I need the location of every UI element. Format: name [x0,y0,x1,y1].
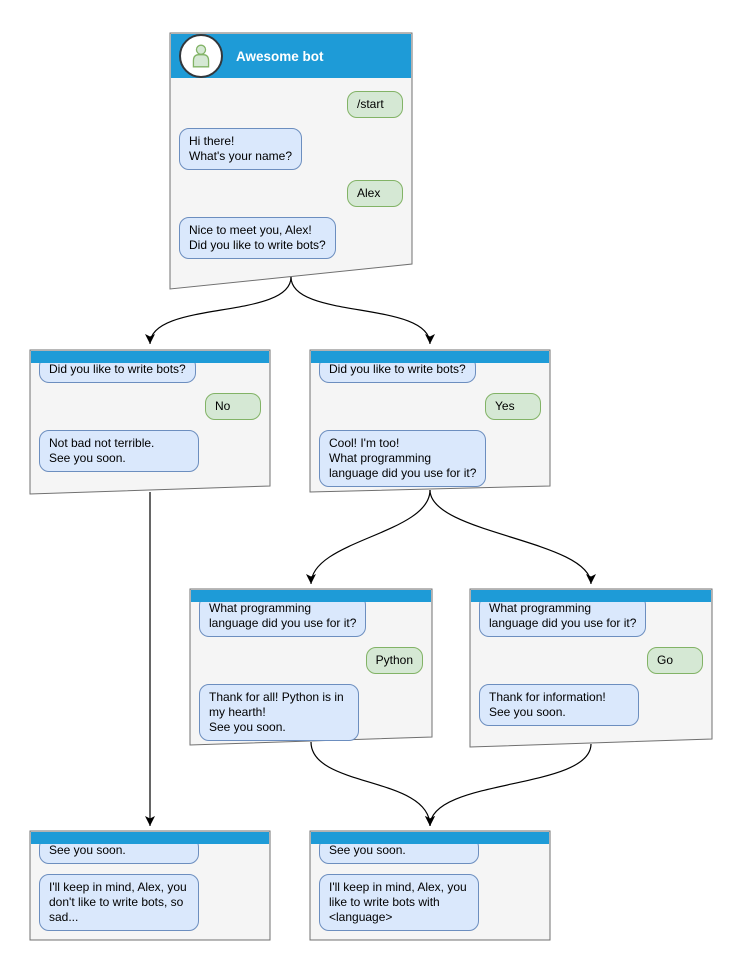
connector-go-to-end [425,743,592,827]
bot-message-bubble: Not bad not terrible. See you soon. [39,430,199,472]
bot-avatar [179,34,223,78]
bot-message-bubble: Thank for all! Python is in my hearth! S… [199,684,359,741]
bot-message-bubble: Thank for information! See you soon. [479,684,639,726]
chat-window-python-branch: What programming language did you use fo… [190,589,432,741]
python-branch-titlebar [191,590,431,602]
connector-yes-to-python [306,489,431,585]
user-message-bubble: Yes [485,393,541,420]
main-titlebar: Awesome bot [171,34,411,78]
yes-branch-titlebar [311,351,549,363]
user-message-bubble: No [205,393,261,420]
connector-yes-to-go [429,489,596,585]
user-message-bubble: Alex [347,180,403,207]
no-branch-titlebar [31,351,269,363]
bot-message-bubble: I'll keep in mind, Alex, you don't like … [39,874,199,931]
chat-window-main: Awesome bot /start Hi there! What's your… [170,33,412,259]
window-title: Awesome bot [236,48,324,64]
person-icon [192,44,210,68]
chat-window-end-language: See you soon. I'll keep in mind, Alex, y… [310,831,550,931]
chat-window-end-no: See you soon. I'll keep in mind, Alex, y… [30,831,270,931]
user-message-bubble: /start [347,91,403,118]
end-no-titlebar [31,832,269,844]
connector-main-to-no [145,276,292,345]
bot-message-bubble: Hi there! What's your name? [179,128,303,170]
connector-main-to-yes [290,276,435,345]
bot-message-bubble: Cool! I'm too! What programming language… [319,430,487,487]
chat-window-yes-branch: Did you like to write bots? Yes Cool! I'… [310,350,550,487]
bot-message-bubble: I'll keep in mind, Alex, you like to wri… [319,874,479,931]
user-message-bubble: Python [365,647,423,674]
user-message-bubble: Go [647,647,703,674]
bot-message-bubble: Nice to meet you, Alex! Did you like to … [179,217,336,259]
go-branch-titlebar [471,590,711,602]
connector-python-to-end [310,741,435,827]
end-language-titlebar [311,832,549,844]
chat-window-no-branch: Did you like to write bots? No Not bad n… [30,350,270,472]
chat-window-go-branch: What programming language did you use fo… [470,589,712,726]
bot-message-bubble: What programming language did you use fo… [199,595,367,637]
